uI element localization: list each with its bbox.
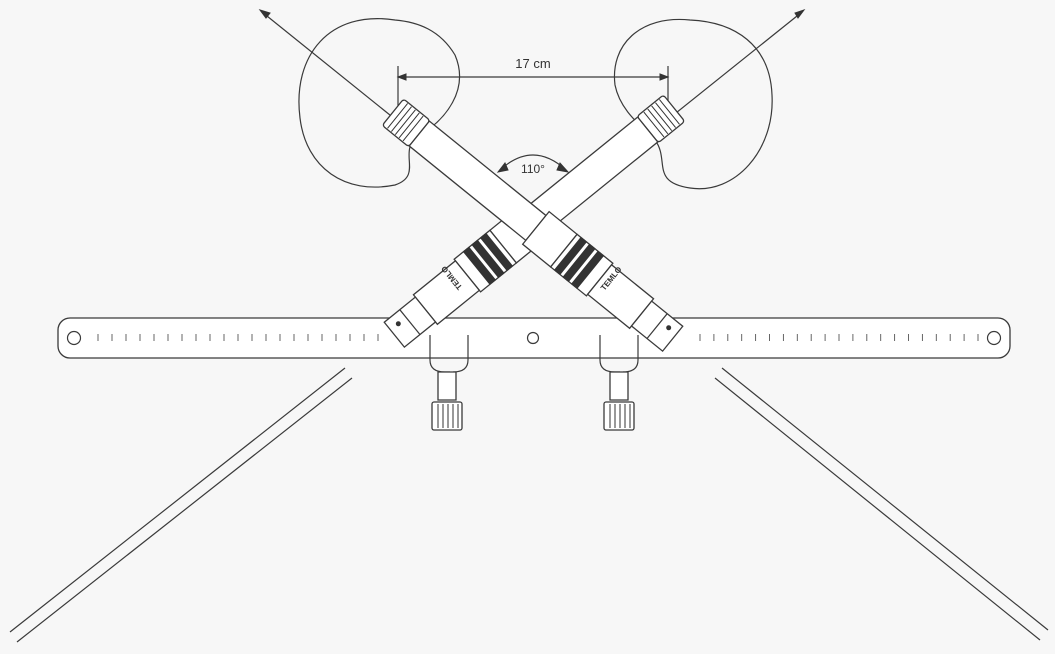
bar-hole-left — [66, 330, 82, 346]
left-axis-arrowhead — [258, 9, 271, 19]
angle-arrow-right — [556, 162, 570, 173]
microphone-left-aim: TEMLO — [382, 99, 684, 353]
bar-hole-center — [526, 331, 540, 345]
angle-arrow-left — [496, 162, 509, 173]
spacing-label: 17 cm — [515, 56, 550, 71]
stereo-bar-body — [57, 317, 1011, 359]
right-axis-arrowhead — [794, 9, 806, 19]
grille-lines — [643, 99, 680, 138]
right-cardioid-pattern — [613, 18, 773, 190]
right-cable — [714, 367, 1049, 641]
left-mount-clip — [429, 335, 469, 431]
stereo-bar — [57, 317, 1011, 359]
ruler-marks-right — [699, 334, 979, 341]
ruler-marks-left — [97, 334, 379, 341]
mic-body — [408, 120, 547, 242]
grille-lines — [387, 103, 424, 142]
spacing-arrow-right — [659, 73, 670, 81]
right-mount-clip — [599, 335, 639, 431]
microphone-right-aim: TEMLO — [383, 95, 685, 349]
left-cardioid-pattern — [298, 18, 461, 188]
spacing-arrow-left — [396, 73, 407, 81]
bar-hole-right — [986, 330, 1002, 346]
left-cable — [9, 367, 353, 643]
angle-label: 110° — [521, 162, 545, 176]
